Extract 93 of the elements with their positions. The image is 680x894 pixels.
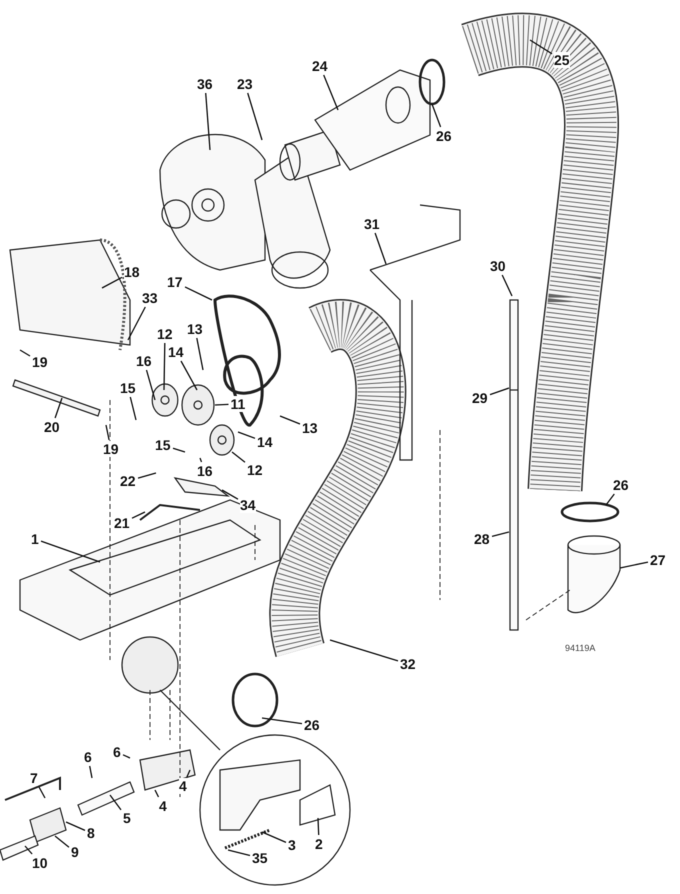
- leader-line: [66, 821, 86, 831]
- leader-line: [530, 39, 552, 54]
- callout-number: 27: [650, 552, 666, 568]
- callout-number: 22: [120, 473, 136, 489]
- callout-number: 18: [124, 264, 140, 280]
- callout-number: 31: [364, 216, 380, 232]
- leader-line: [196, 338, 204, 370]
- leader-line: [214, 404, 229, 406]
- leader-line: [105, 424, 110, 440]
- callout-number: 16: [136, 353, 152, 369]
- callout-number: 13: [187, 321, 203, 337]
- leader-line: [492, 531, 510, 538]
- leader-line: [262, 717, 302, 724]
- leader-line: [330, 639, 398, 662]
- callout-number: 19: [103, 441, 119, 457]
- callout-number: 6: [84, 749, 92, 765]
- callout-number: 32: [400, 656, 416, 672]
- callout-number: 1: [31, 531, 39, 547]
- callout-number: 26: [436, 128, 452, 144]
- leader-line: [40, 540, 100, 563]
- callout-number: 4: [179, 778, 187, 794]
- callout-number: 9: [71, 844, 79, 860]
- leader-line: [109, 794, 122, 810]
- leader-line: [262, 831, 286, 843]
- leader-line: [186, 770, 191, 778]
- leader-line: [89, 766, 93, 778]
- callout-number: 19: [32, 354, 48, 370]
- leader-line: [180, 360, 198, 390]
- leader-line: [323, 74, 339, 110]
- leader-line: [163, 342, 166, 390]
- callout-number: 23: [237, 76, 253, 92]
- callout-number: 35: [252, 850, 268, 866]
- callout-number: 25: [554, 52, 570, 68]
- leader-line: [172, 448, 186, 453]
- leader-line: [20, 349, 30, 357]
- leader-line: [54, 836, 70, 848]
- callout-number: 3: [288, 837, 296, 853]
- callout-number: 14: [168, 344, 184, 360]
- callout-number: 5: [123, 810, 131, 826]
- callout-number: 21: [114, 515, 130, 531]
- callout-number: 16: [197, 463, 213, 479]
- drawing-number: 94119A: [565, 643, 596, 653]
- callout-number: 20: [44, 419, 60, 435]
- leader-line: [154, 790, 160, 798]
- leader-line: [228, 849, 250, 856]
- callout-number: 33: [142, 290, 158, 306]
- callout-number: 10: [32, 855, 48, 871]
- leader-line: [205, 92, 211, 150]
- leader-line: [431, 104, 442, 128]
- leader-line: [54, 398, 63, 418]
- callout-number: 30: [490, 258, 506, 274]
- leader-line: [222, 489, 238, 500]
- callout-number: 2: [315, 836, 323, 852]
- callout-number: 6: [113, 744, 121, 760]
- leader-line: [238, 431, 256, 439]
- callout-number: 13: [302, 420, 318, 436]
- callout-number: 14: [257, 434, 273, 450]
- callout-number: 8: [87, 825, 95, 841]
- leader-line: [132, 511, 146, 519]
- callout-number: 28: [474, 531, 490, 547]
- leader-line: [280, 415, 300, 425]
- leader-line: [127, 306, 146, 340]
- leader-line: [184, 286, 212, 301]
- callout-number: 12: [247, 462, 263, 478]
- callout-number: 24: [312, 58, 328, 74]
- leader-line: [199, 458, 202, 462]
- leader-line: [102, 276, 122, 289]
- callout-number: 15: [155, 437, 171, 453]
- callout-number: 34: [240, 497, 256, 513]
- leader-line: [490, 387, 510, 396]
- callout-number: 26: [304, 717, 320, 733]
- callout-number: 11: [230, 396, 246, 412]
- callout-number: 29: [472, 390, 488, 406]
- leader-line: [38, 786, 46, 798]
- callout-number: 7: [30, 770, 38, 786]
- leader-line: [247, 92, 263, 140]
- leader-line: [317, 818, 320, 836]
- leader-line: [138, 472, 156, 479]
- callout-number: 26: [613, 477, 629, 493]
- leader-line: [146, 370, 156, 400]
- leader-line: [122, 754, 130, 759]
- leader-line: [232, 451, 246, 463]
- leader-line: [502, 274, 513, 296]
- leader-line: [374, 232, 387, 264]
- callout-number: 15: [120, 380, 136, 396]
- callout-number: 36: [197, 76, 213, 92]
- callout-number: 17: [167, 274, 183, 290]
- leader-line: [620, 561, 648, 569]
- callout-number: 4: [159, 798, 167, 814]
- callout-number: 12: [157, 326, 173, 342]
- leader-line: [24, 846, 33, 854]
- leader-line: [605, 494, 615, 506]
- leader-line: [130, 396, 137, 420]
